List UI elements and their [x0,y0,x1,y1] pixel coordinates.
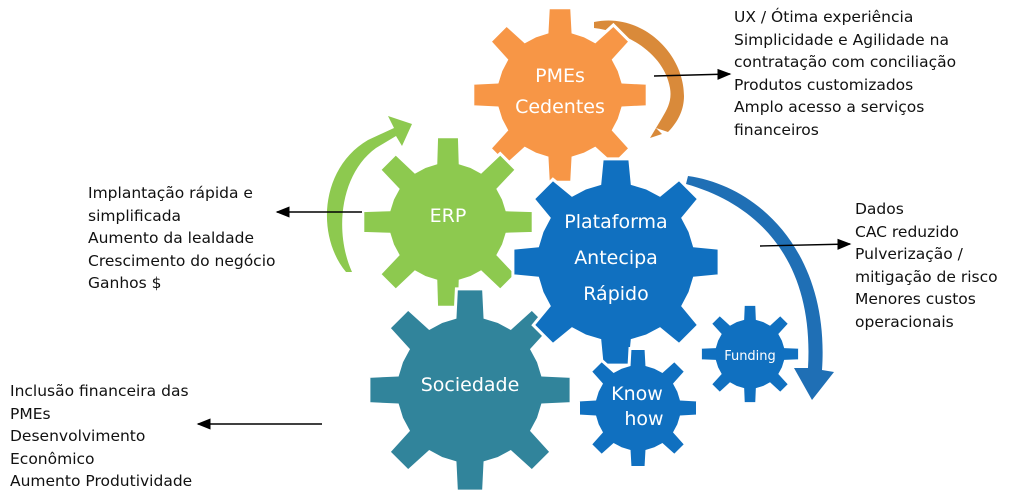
plataforma-gear [511,157,721,367]
erp-benefit-item: Aumento da lealdade [88,229,254,247]
sociedade-benefit-item: Inclusão financeira das PMEs [10,382,189,423]
plataforma-label-line1: Plataforma [564,211,667,233]
plataforma-label-line3: Rápido [583,283,648,305]
erp-benefit-item: Ganhos $ [88,274,162,292]
erp-gear [361,135,535,309]
plataforma-pointer-arrow [759,238,852,250]
pmes-benefit-item: Simplicidade e Agilidade na contratação … [734,30,957,72]
plataforma-benefit-item: Menores custos operacionais [855,290,976,331]
sociedade-benefit-item: Aumento Produtividade [10,472,193,490]
funding-label: Funding [724,349,776,364]
plataforma-benefit-item: CAC reduzido [855,222,959,241]
erp-benefits-list: Implantação rápida e simplificada Aument… [88,182,275,295]
pmes-gear [471,6,649,184]
knowhow-gear [577,347,699,469]
pmes-benefit-item: Produtos customizados [734,75,914,94]
pmes-benefit-item: Amplo acesso a serviços financeiros [734,98,925,139]
erp-benefit-item: Implantação rápida e simplificada [88,184,253,225]
pmes-pointer-arrow [653,68,732,80]
funding-gear [698,302,802,406]
pmes-label-line1: PMEs [535,65,585,87]
sociedade-label: Sociedade [421,374,520,396]
sociedade-benefit-item: Desenvolvimento Econômico [10,427,146,468]
erp-label: ERP [430,205,467,227]
pmes-benefits-list: UX / Ótima experiência Simplicidade e Ag… [734,6,956,141]
pmes-label-line2: Cedentes [515,96,605,118]
plataforma-benefit-item: Dados [855,200,904,218]
blue-curved-arrow [686,176,834,400]
erp-benefit-item: Crescimento do negócio [88,251,276,270]
sociedade-benefits-list: Inclusão financeira das PMEs Desenvolvim… [10,380,192,493]
plataforma-label-line2: Antecipa [574,247,658,269]
pmes-benefit-item: UX / Ótima experiência [734,8,914,26]
plataforma-benefit-item: Pulverização / mitigação de risco [855,245,998,286]
knowhow-label-line1: Know [611,383,663,405]
green-curved-arrow [326,116,412,272]
orange-curved-arrow [594,20,684,138]
knowhow-label-line2: how [624,408,663,430]
plataforma-benefits-list: Dados CAC reduzido Pulverização / mitiga… [855,198,998,333]
sociedade-gear [367,287,573,493]
